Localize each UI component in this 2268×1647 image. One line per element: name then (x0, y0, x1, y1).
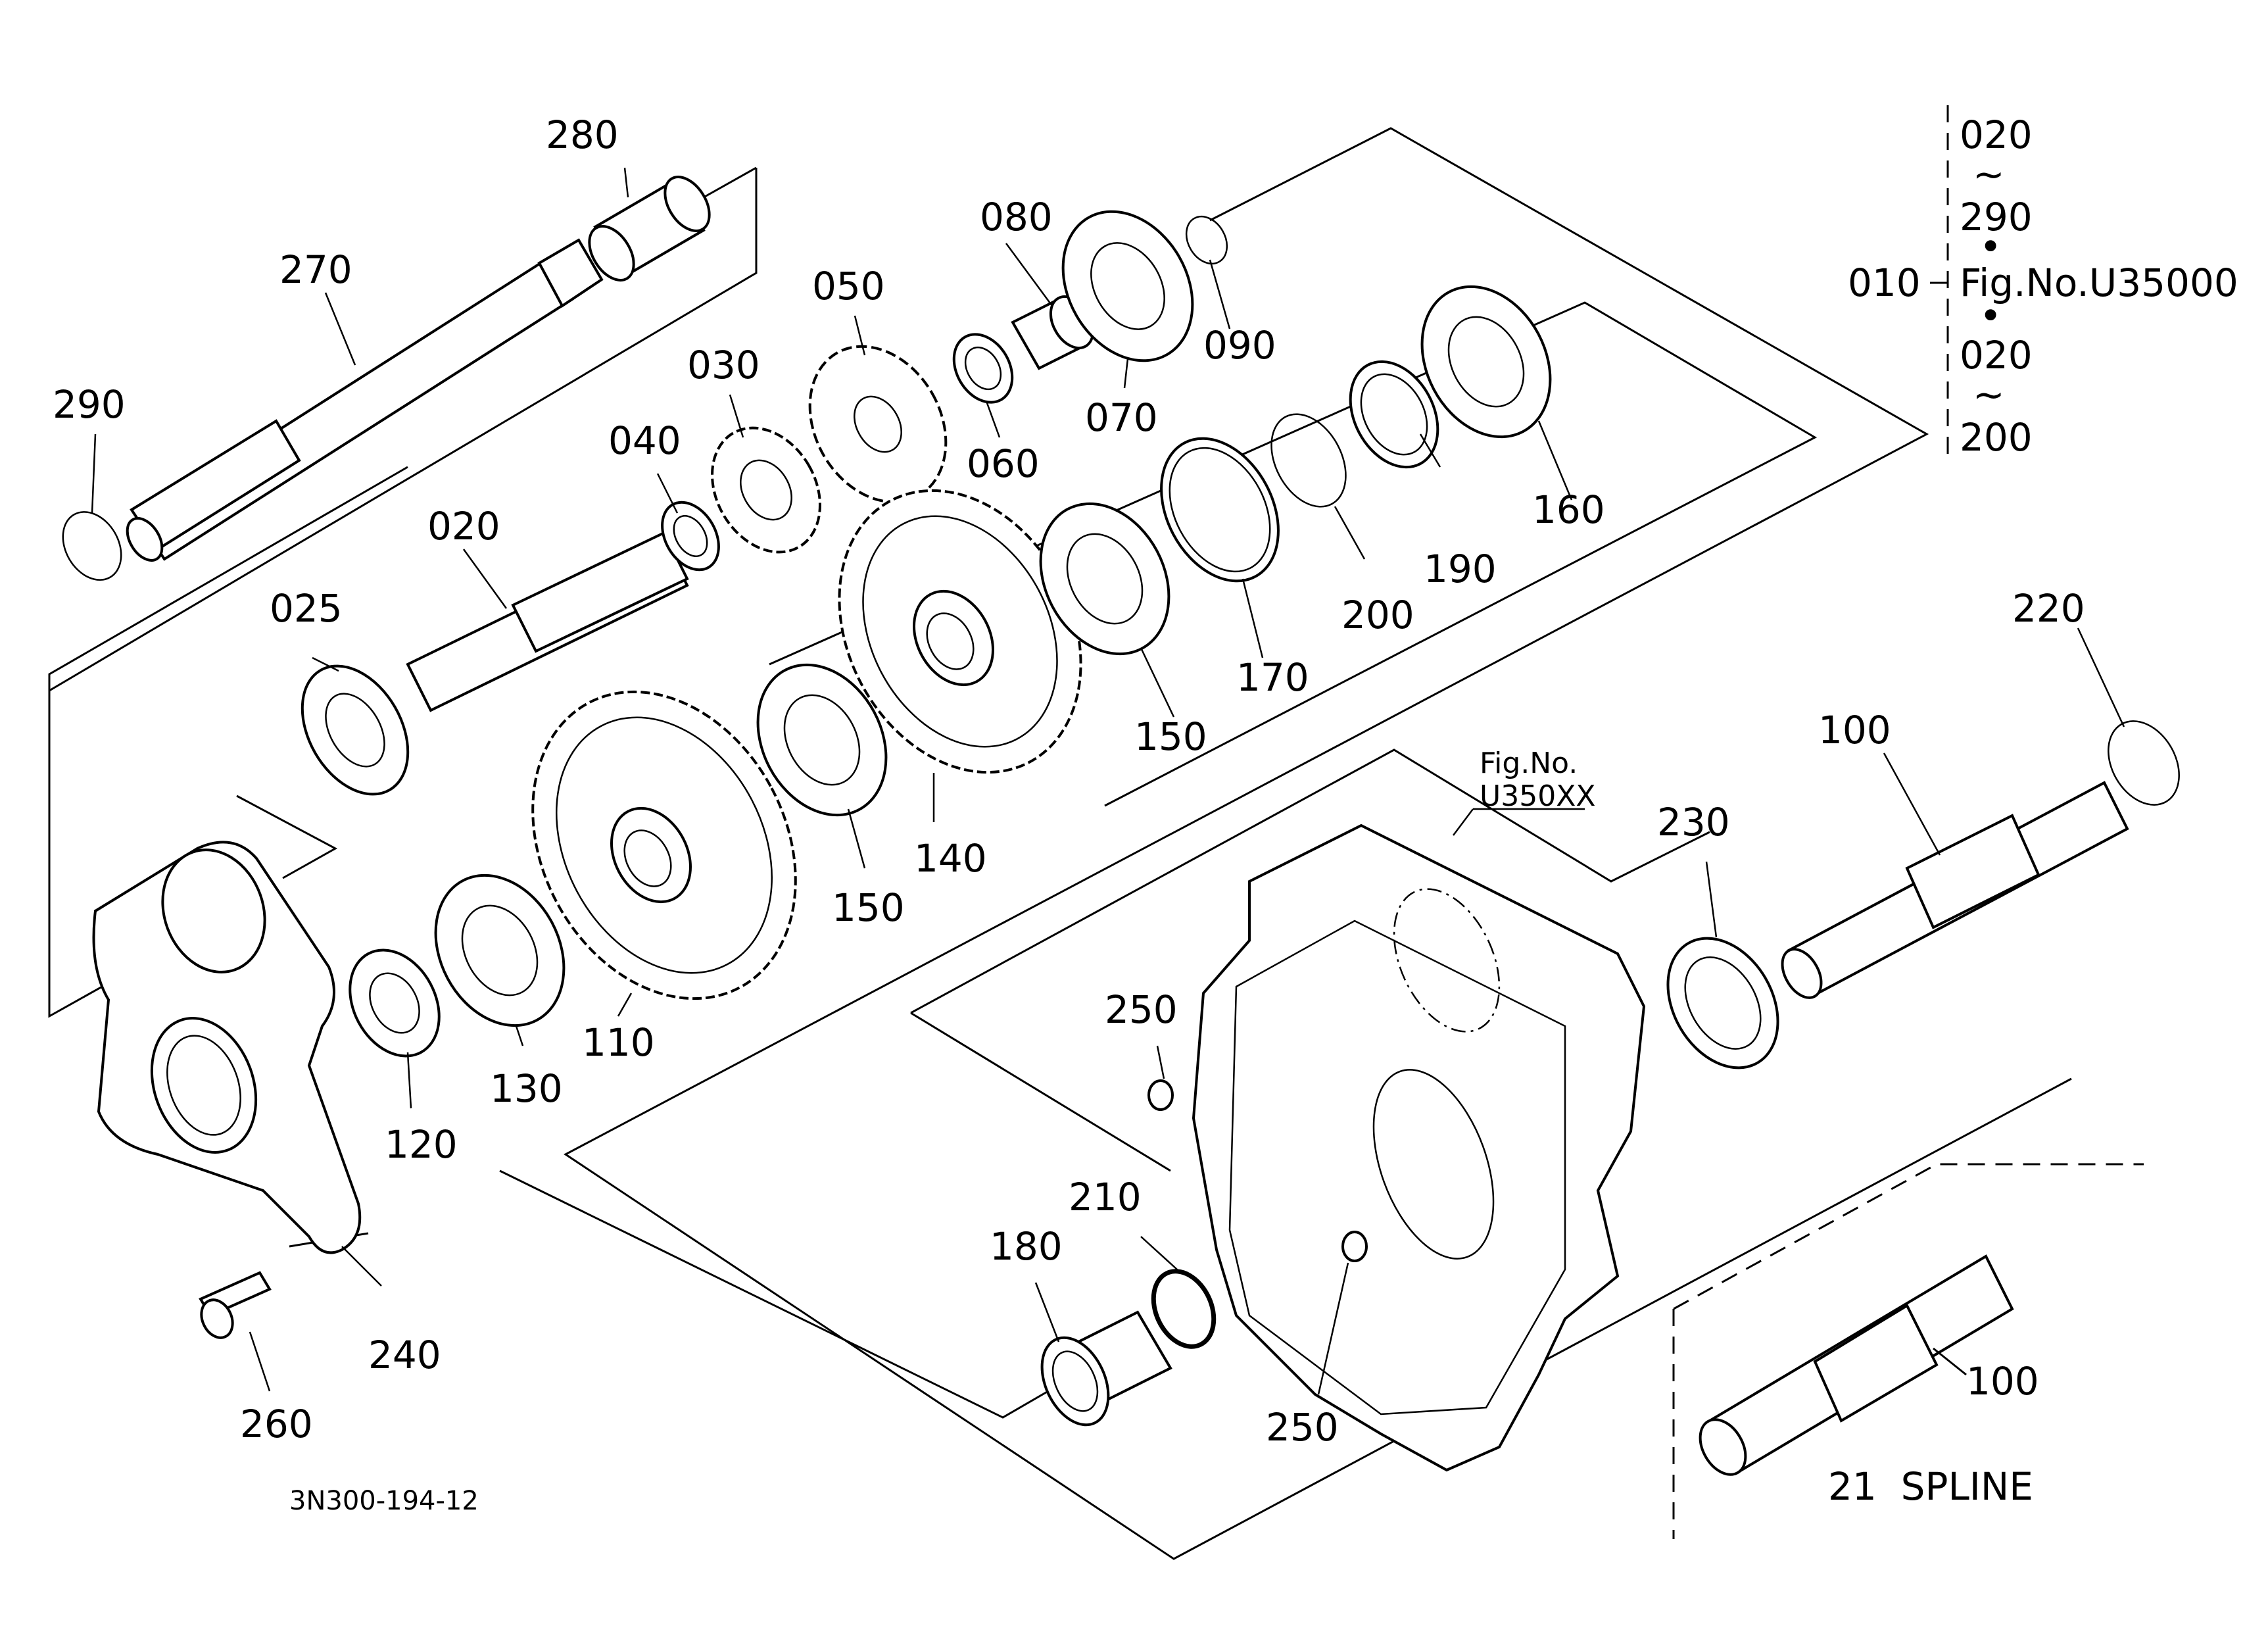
label-part-270[interactable]: 270 (279, 247, 352, 292)
label-part-240[interactable]: 240 (368, 1333, 441, 1377)
label-part-130[interactable]: 130 (490, 1066, 563, 1111)
leader-lines (91, 167, 2125, 1395)
assembly-note: 010 020 ~ 290 • Fig.No.U35000 • 020 ~ 20… (1848, 112, 2238, 460)
gear-110 (531, 690, 797, 1000)
shaft-020 (406, 531, 689, 712)
label-part-180[interactable]: 180 (990, 1224, 1063, 1269)
ring-170 (1160, 437, 1280, 583)
fig-reference: Fig.No. U350XX (1480, 747, 1595, 813)
assembly-note-brace (1930, 105, 1949, 460)
assembly-line-6: 020 (1960, 333, 2033, 378)
bearing-130 (434, 873, 566, 1027)
label-part-210[interactable]: 210 (1069, 1175, 1142, 1219)
label-part-030[interactable]: 030 (687, 343, 760, 387)
label-part-120[interactable]: 120 (385, 1122, 458, 1167)
bearing-120 (349, 948, 441, 1058)
label-part-290[interactable]: 290 (53, 382, 126, 427)
inset-21-spline (1672, 1163, 2144, 1539)
label-part-260[interactable]: 260 (240, 1402, 313, 1446)
label-part-250a[interactable]: 250 (1105, 987, 1178, 1032)
gear-140 (838, 489, 1082, 774)
pin-250-lower (1341, 1231, 1368, 1262)
assembly-line-0: 020 (1960, 112, 2033, 157)
label-part-170[interactable]: 170 (1236, 655, 1309, 700)
label-part-200[interactable]: 200 (1341, 593, 1414, 637)
label-part-250b[interactable]: 250 (1266, 1405, 1339, 1450)
assembly-line-8: 200 (1960, 415, 2033, 460)
label-part-050[interactable]: 050 (812, 264, 885, 308)
assembly-line-3: • (1979, 224, 2002, 269)
bearing-070 (1061, 210, 1194, 362)
assembly-main-part[interactable]: 010 (1848, 260, 1921, 305)
bearing-150-upper (1039, 502, 1170, 656)
label-part-070[interactable]: 070 (1085, 395, 1158, 440)
bushing-280 (588, 176, 711, 282)
label-part-140[interactable]: 140 (914, 836, 987, 881)
drawing-id: 3N300-194-12 (289, 1486, 479, 1516)
plate-240 (92, 841, 362, 1254)
label-part-090[interactable]: 090 (1203, 323, 1276, 368)
assembly-line-5: • (1979, 293, 2002, 338)
transmission-housing (1192, 823, 1646, 1472)
label-part-100b[interactable]: 100 (1966, 1359, 2039, 1404)
part-labels: 280 270 290 020 025 040 030 050 060 080 … (53, 112, 2085, 1450)
snap-ring-200 (1270, 413, 1347, 508)
label-part-060[interactable]: 060 (967, 441, 1040, 486)
bearing-160 (1420, 285, 1552, 439)
inset-caption: 21 SPLINE (1828, 1464, 2033, 1509)
bushing-180 (1040, 1310, 1172, 1427)
snap-ring-220 (2108, 720, 2180, 806)
pin-250-upper (1147, 1079, 1174, 1111)
fig-ref-line2: U350XX (1480, 779, 1595, 813)
label-part-220[interactable]: 220 (2012, 586, 2085, 631)
label-part-110[interactable]: 110 (582, 1020, 655, 1065)
shim-190 (1349, 360, 1439, 469)
assembly-line-7: ~ (1973, 372, 2005, 417)
shaft-270 (126, 238, 604, 562)
label-part-150b[interactable]: 150 (832, 885, 905, 930)
bolt-260 (199, 1271, 272, 1339)
oring-210 (1151, 1269, 1217, 1349)
label-part-150a[interactable]: 150 (1134, 714, 1207, 759)
label-part-020[interactable]: 020 (427, 504, 500, 549)
assembly-line-4[interactable]: Fig.No.U35000 (1960, 260, 2238, 305)
pto-shaft-100 (1781, 781, 2129, 999)
spacer-060 (952, 333, 1014, 404)
bearing-025 (301, 664, 410, 796)
snap-ring-090 (1185, 215, 1228, 265)
label-part-040[interactable]: 040 (608, 418, 681, 463)
label-part-280[interactable]: 280 (546, 112, 619, 157)
label-part-025[interactable]: 025 (270, 586, 343, 631)
label-part-080[interactable]: 080 (980, 195, 1053, 239)
bearing-150-lower (756, 663, 888, 817)
gear-030 (711, 426, 821, 554)
label-part-190[interactable]: 190 (1424, 547, 1497, 591)
assembly-line-1: ~ (1973, 152, 2005, 197)
label-part-230[interactable]: 230 (1657, 800, 1730, 845)
snap-ring-290 (62, 511, 122, 581)
label-part-100a[interactable]: 100 (1818, 708, 1891, 752)
seal-230 (1666, 937, 1779, 1069)
fig-ref-line1: Fig.No. (1480, 747, 1578, 780)
label-part-160[interactable]: 160 (1532, 487, 1605, 532)
assembly-line-2: 290 (1960, 195, 2033, 239)
